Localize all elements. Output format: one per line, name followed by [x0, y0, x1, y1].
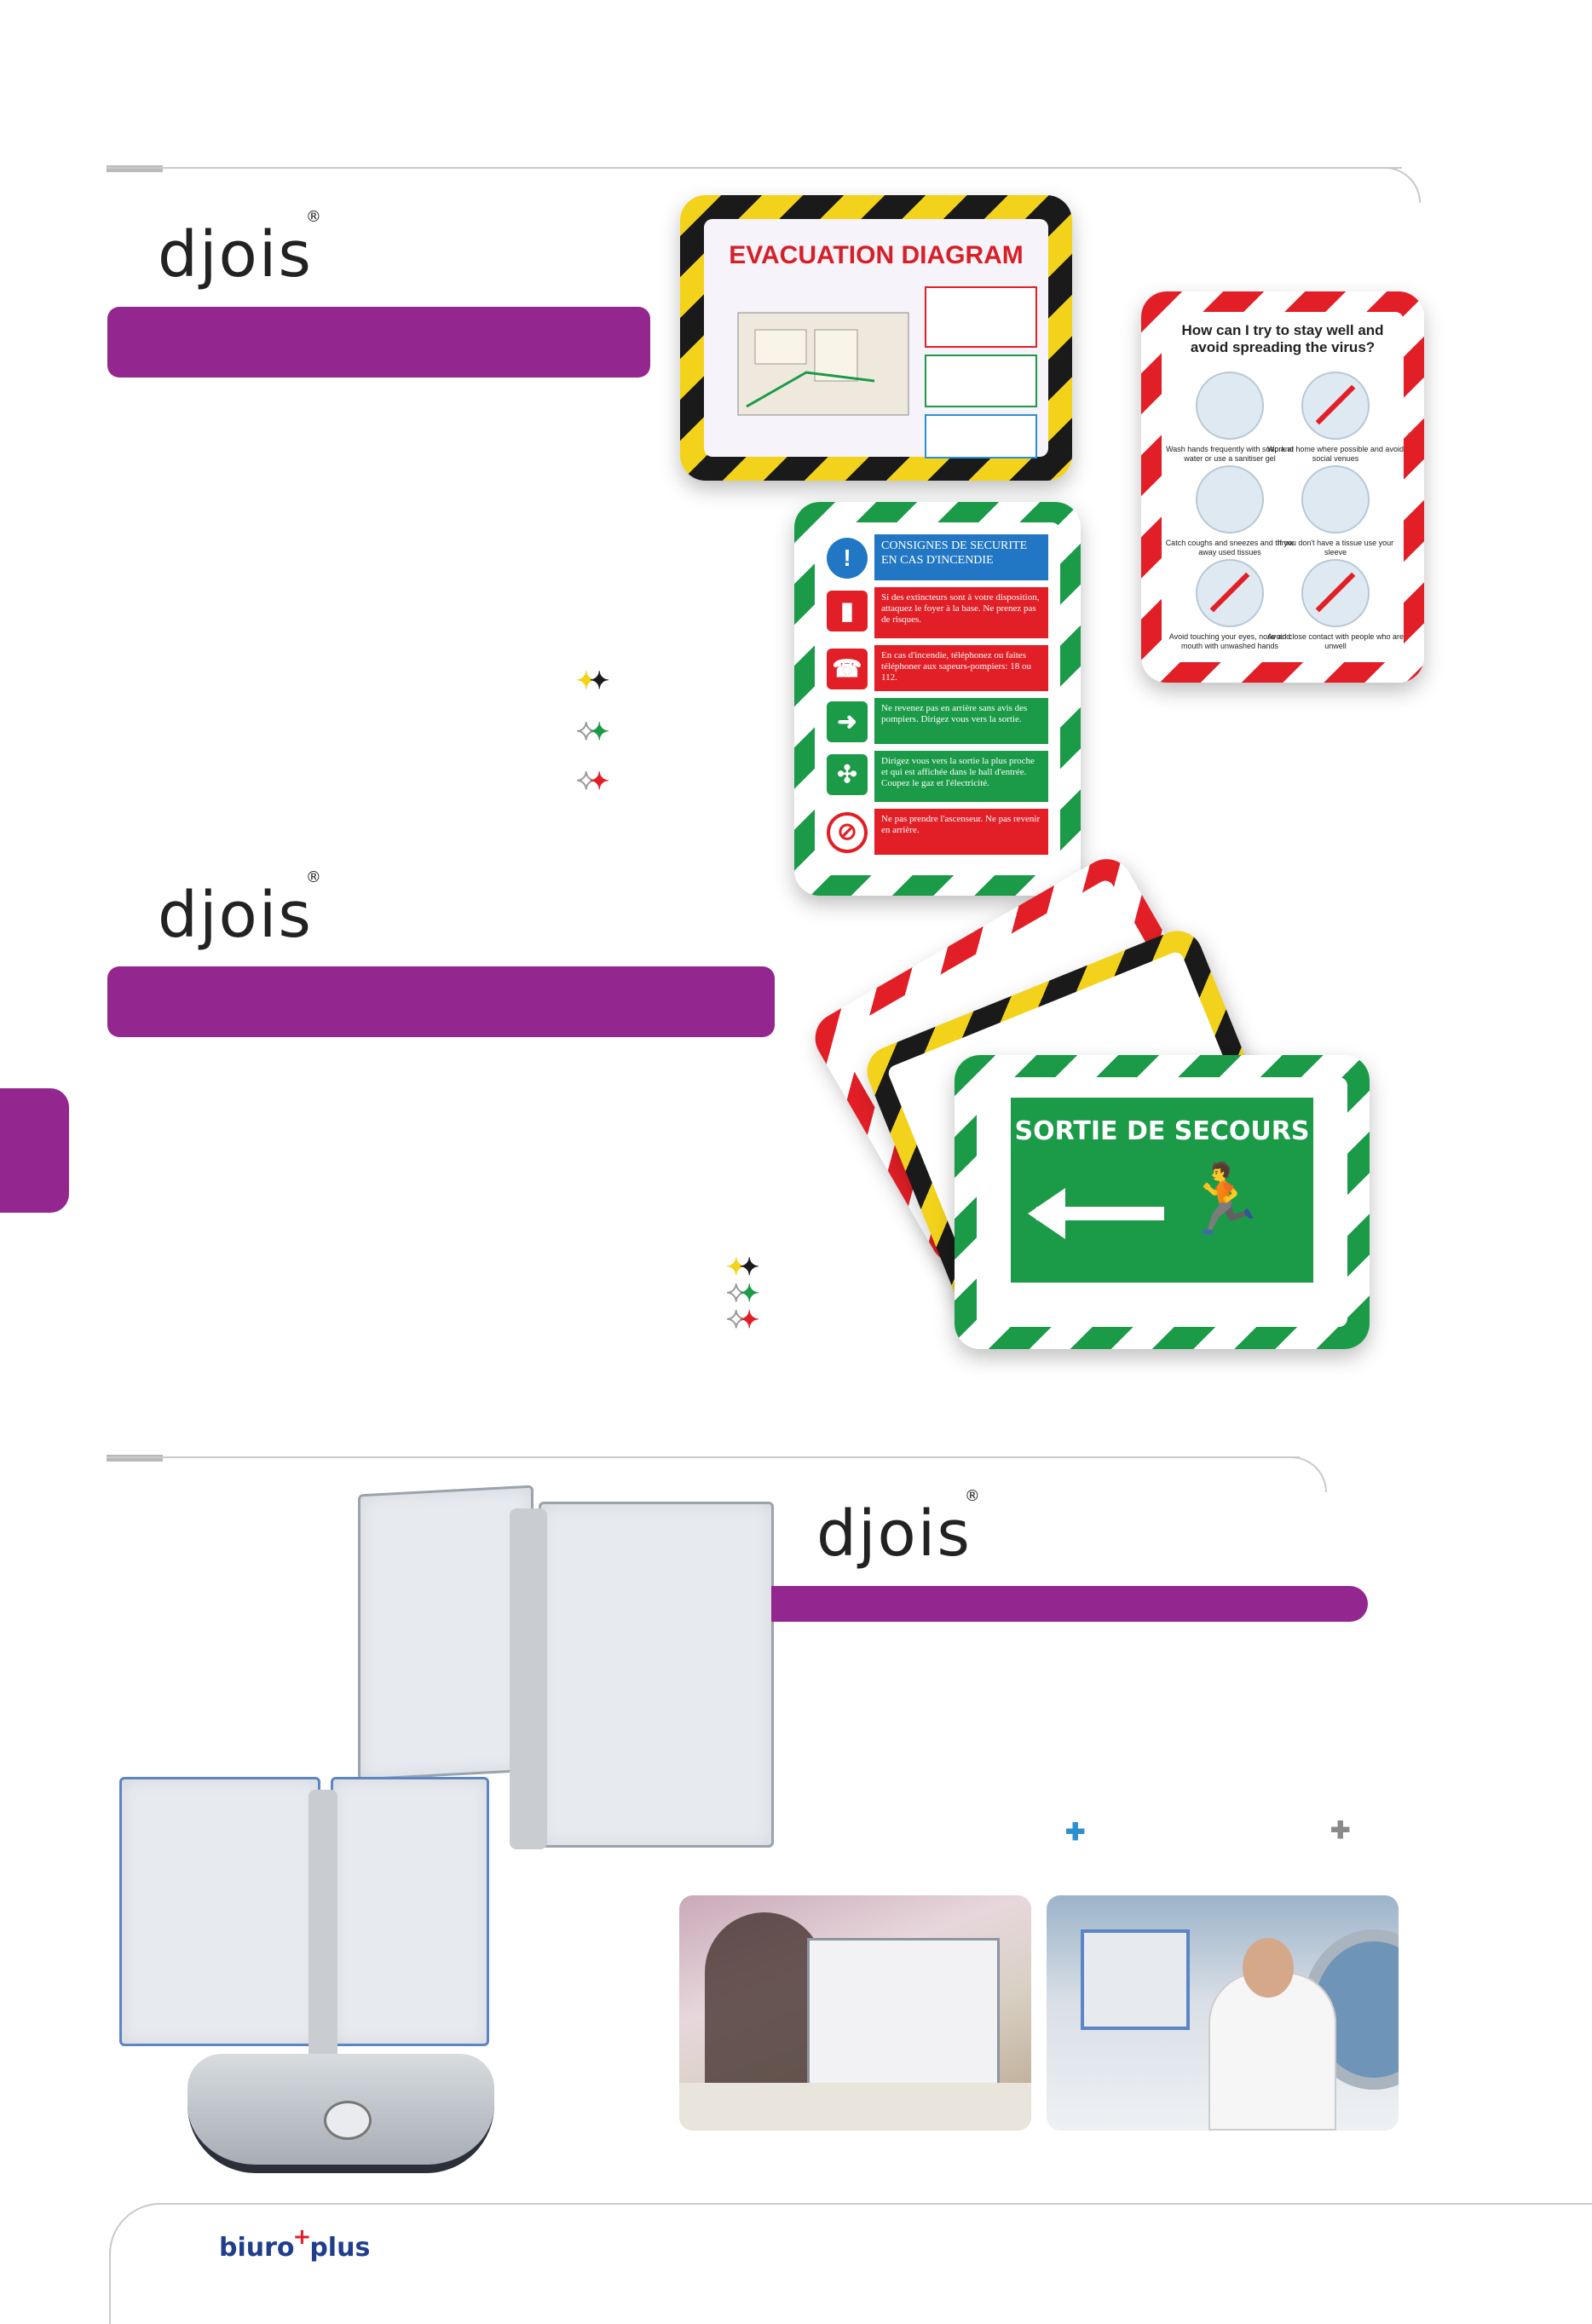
consigne-header: CONSIGNES DE SECURITE EN CAS D'INCENDIE [874, 534, 1048, 580]
no-venues-icon [1301, 372, 1370, 440]
swatch-yellow-black-2: ✦✦ [726, 1254, 759, 1280]
assembly-point-icon: ✣ [827, 754, 868, 795]
swatch-white-red-1: ✦✦ [575, 768, 609, 794]
display-stand-dial [324, 2101, 372, 2140]
display-pocket-grey-left [358, 1485, 534, 1781]
product-title-bar-2 [107, 966, 775, 1037]
arrow-head-icon [1028, 1188, 1065, 1239]
display-pocket-blue-right [331, 1777, 489, 2046]
no-contact-icon [1301, 559, 1370, 627]
sleeve-icon [1301, 465, 1370, 533]
photo-desk-use [679, 1895, 1031, 2131]
footer-brand-logo: biuro+plus [219, 2224, 371, 2263]
exit-door-icon: ➜ [827, 701, 868, 742]
brand-logo-text: djois [158, 218, 313, 291]
swatch-blue: ✚ [1065, 1819, 1086, 1845]
evacuation-sign-title: EVACUATION DIAGRAM [729, 241, 1024, 269]
swatch-white-green-1: ✦✦ [575, 718, 609, 745]
fire-safety-sign: ! CONSIGNES DE SECURITE EN CAS D'INCENDI… [794, 502, 1081, 896]
virus-cell-6: Avoid close contact with people who are … [1267, 559, 1404, 651]
photo-man-head [1243, 1938, 1294, 1998]
virus-cell-5: Avoid touching your eyes, nose and mouth… [1162, 559, 1298, 651]
frame-green-white: SORTIE DE SECOURS 🏃 [955, 1055, 1370, 1349]
virus-sign-title: How can I try to stay well and avoid spr… [1181, 322, 1384, 356]
running-man-icon: 🏃 [1181, 1162, 1266, 1237]
virus-sign-inner: How can I try to stay well and avoid spr… [1162, 312, 1404, 662]
section3-rule-curve [1257, 1456, 1327, 1492]
photo-wall-use [1047, 1895, 1399, 2131]
section1-rule-curve [1351, 167, 1421, 203]
display-pocket-grey-right [539, 1502, 774, 1848]
consigne-row-4: ✣ Dirigez vous vers la sortie la plus pr… [827, 751, 1048, 802]
virus-cell-3: Catch coughs and sneezes and throw away … [1162, 465, 1298, 557]
fire-sign-inner: ! CONSIGNES DE SECURITE EN CAS D'INCENDI… [815, 522, 1060, 875]
info-icon: ! [827, 538, 868, 579]
no-elevator-icon: ⊘ [827, 812, 868, 853]
swatch-grey: ✚ [1330, 1817, 1351, 1843]
phone-icon: ☎ [827, 649, 868, 689]
exit-arrow-icon [1036, 1207, 1164, 1220]
no-touch-face-icon [1196, 559, 1264, 627]
section3-rule [107, 1456, 1300, 1458]
sneeze-icon [1196, 465, 1264, 533]
brand-logo-3: djois® [816, 1487, 982, 1571]
photo-person [705, 1912, 824, 2108]
swatch-white-red-2: ✦✦ [725, 1306, 759, 1333]
photo-wall-display [1081, 1929, 1190, 2030]
virus-cell-4: If you don't have a tissue use your slee… [1267, 465, 1404, 557]
swatch-yellow-black-1: ✦✦ [576, 667, 609, 694]
consigne-header-row: ! CONSIGNES DE SECURITE EN CAS D'INCENDI… [827, 534, 1048, 580]
extinguisher-icon: ▮ [827, 591, 868, 631]
virus-cell-1: Wash hands frequently with soap and wate… [1162, 372, 1298, 464]
swatch-white-green-2: ✦✦ [725, 1280, 759, 1306]
emergency-exit-text: SORTIE DE SECOURS [1014, 1116, 1310, 1146]
display-pocket-blue-left [119, 1777, 320, 2046]
floor-plan-graphic [737, 286, 1037, 458]
display-spine [510, 1508, 547, 1849]
footer-rule-curve [109, 2203, 1592, 2324]
photo-display [807, 1938, 1000, 2088]
evacuation-sign-inner: EVACUATION DIAGRAM [704, 219, 1048, 458]
consigne-row-1: ▮ Si des extincteurs sont à votre dispos… [827, 587, 1048, 638]
section1-rule-tab [107, 165, 163, 172]
section3-rule-tab [107, 1455, 163, 1462]
virus-prevention-sign: How can I try to stay well and avoid spr… [1141, 291, 1424, 683]
brand-logo-2: djois® [158, 868, 323, 952]
section1-rule [107, 167, 1402, 169]
registered-mark: ® [305, 208, 323, 227]
consigne-row-5: ⊘ Ne pas prendre l'ascenseur. Ne pas rev… [827, 809, 1048, 855]
evacuation-diagram-sign: EVACUATION DIAGRAM [680, 195, 1072, 481]
photo-desk [679, 2083, 1031, 2131]
emergency-exit-panel: SORTIE DE SECOURS 🏃 [1011, 1098, 1313, 1283]
product-title-bar-1 [107, 307, 650, 378]
display-stand-post [309, 1790, 337, 2079]
photo-man [1208, 1972, 1336, 2131]
brand-logo-1: djois® [158, 210, 330, 286]
side-tab-marker [0, 1088, 69, 1213]
virus-cell-2: Work at home where possible and avoid so… [1267, 372, 1404, 464]
product-title-bar-3 [771, 1586, 1368, 1622]
hand-wash-icon [1196, 372, 1264, 440]
consigne-row-2: ☎ En cas d'incendie, téléphonez ou faite… [827, 645, 1048, 691]
consigne-row-3: ➜ Ne revenez pas en arrière sans avis de… [827, 698, 1048, 744]
